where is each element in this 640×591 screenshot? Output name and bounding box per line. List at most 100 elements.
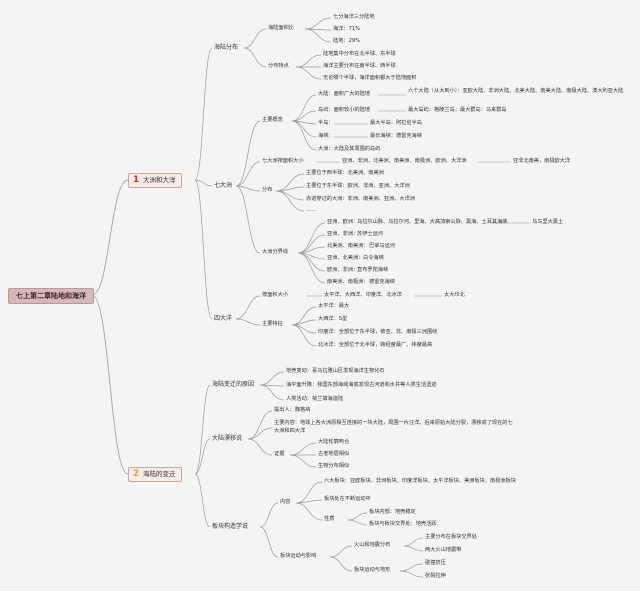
connector: [247, 410, 273, 440]
connector: [194, 438, 211, 475]
connector: [194, 179, 213, 320]
leaf-concept-island-v: 最大岛屿：格陵兰岛，最大群岛：马来群岛: [408, 107, 507, 113]
leaf-boundary-4-line: 白令海峡: [363, 255, 384, 261]
leaf-ocean-1: 太平洋：最大: [318, 303, 350, 309]
node-plate-effects[interactable]: 板块运动与影响: [280, 553, 317, 559]
leaf-feature-3: 无论哪个半球，海洋面积都大于陆地面积: [323, 75, 417, 81]
connector: [275, 190, 305, 201]
leaf-dist-1: 主要位于西半球：北美洲、南美洲: [306, 170, 384, 176]
connector: [329, 545, 353, 558]
connector: [295, 66, 322, 80]
connector: [295, 502, 323, 521]
leaf-landform-2: 张裂拉伸: [425, 573, 446, 579]
leaf-ocean-3: 印度洋：全部位于东半球，被亚、非、南极三洲围绕: [318, 329, 438, 335]
node-continent-boundaries[interactable]: 大洲分界线: [262, 249, 288, 255]
leaf-boundary-3-pair: 北美洲、南美洲：: [327, 243, 369, 249]
connector: [399, 570, 424, 578]
leaf-boundary-6-line: 德雷克海峡: [369, 279, 395, 285]
node-continents-by-area[interactable]: 七大洲按面积大小: [262, 158, 304, 164]
node-area-ratio[interactable]: 海陆面积比: [268, 25, 294, 31]
leaf-boundary-2-line: 苏伊士运河: [357, 231, 383, 237]
leaf-concept-zhou-k: 大洲：大陆及其周围的岛屿: [318, 146, 381, 152]
connector: [291, 94, 317, 122]
connector: [295, 481, 323, 504]
connector: [304, 28, 332, 43]
connector: [275, 173, 305, 192]
connector: [297, 252, 326, 284]
node-volcano-earthquake[interactable]: 火山和地震分布: [354, 542, 391, 548]
leaf-drift-proposer: 提出人：魏格纳: [274, 407, 311, 413]
leaf-nature-1: 板块内部：地壳稳定: [369, 509, 416, 515]
leaf-area-1: 七分海洋三分陆地: [333, 14, 375, 20]
leaf-volcano-1: 主要分布在板块交界处: [425, 534, 477, 540]
leaf-plates-moving: 板块处在不断运动中: [324, 496, 371, 502]
leaf-boundary-1-mnemonic: 乌鸟里大黑土: [532, 219, 564, 225]
connector: [289, 454, 317, 468]
connector: [329, 556, 353, 572]
leaf-cause-2: 海平面升降：我国东部海域海底发现古河道和水井等人类生活遗迹: [286, 382, 437, 388]
leaf-continents-order: 亚洲、非洲、北美洲、南美洲、南极洲、欧洲、大洋洲: [342, 158, 467, 164]
connector: [194, 384, 211, 475]
connector: [291, 110, 317, 122]
connector: [295, 54, 322, 68]
node-main-concepts[interactable]: 主要概念: [262, 117, 283, 123]
connector: [291, 324, 317, 334]
leaf-feature-1: 陆地集中分布在北半球、东半球: [323, 51, 396, 57]
connector: [91, 294, 129, 475]
leaf-cause-3: 人类活动：荷兰填海造陆: [286, 396, 344, 402]
leaf-drift-content: 主要内容：地球上各大洲原相互连接的一块大陆，周围一片汪洋。后来原始大陆分裂，漂移…: [274, 420, 513, 435]
node-oceans-features[interactable]: 主要特征: [262, 321, 283, 327]
node-plate-content[interactable]: 内容: [280, 499, 291, 505]
node-distribution-features[interactable]: 分布特点: [268, 63, 289, 69]
leaf-oceans-order: 太平洋、大西洋、印度洋、北冰洋: [324, 292, 402, 298]
leaf-boundary-2-pair: 亚洲、非洲：: [327, 231, 359, 237]
node-plate-nature[interactable]: 性质: [324, 516, 335, 522]
connector: [194, 179, 213, 187]
chapter-1-node[interactable]: 1 大洲和大洋: [128, 173, 182, 188]
connector: [235, 161, 261, 187]
node-continents-distribution[interactable]: 分布: [262, 187, 273, 193]
connector: [291, 306, 317, 326]
connector: [259, 384, 285, 401]
connector: [291, 324, 317, 347]
leaf-concept-strait-v: 最长海峡：德雷克海峡: [370, 133, 422, 139]
node-plate-landform[interactable]: 板块运动与地形: [354, 567, 391, 573]
node-continental-drift[interactable]: 大陆漂移说: [212, 435, 243, 442]
connector: [259, 526, 279, 558]
connector: [247, 438, 273, 456]
connector: [295, 499, 323, 504]
connector: [259, 502, 279, 528]
leaf-evidence-1: 大陆轮廓吻合: [318, 439, 350, 445]
node-plate-tectonics[interactable]: 板块构造学说: [212, 523, 249, 530]
leaf-cause-1: 地壳变动：喜马拉雅山区发现海洋生物化石: [286, 368, 385, 374]
leaf-nature-2: 板块与板块交界处：地壳活跃: [369, 521, 437, 527]
connector: [243, 28, 267, 49]
connector: [347, 519, 368, 526]
leaf-concept-continent-v: 六个大陆（从大到小）：亚欧大陆、非洲大陆、北美大陆、南美大陆、南极大陆、澳大利亚…: [408, 88, 624, 94]
node-four-oceans[interactable]: 四大洋: [214, 315, 233, 322]
node-oceans-by-area[interactable]: 按面积大小: [262, 292, 288, 298]
connector: [297, 222, 326, 254]
node-change-causes[interactable]: 海陆变迁的原因: [212, 381, 255, 388]
connector: [403, 537, 424, 547]
node-land-sea-distribution[interactable]: 海陆分布: [214, 44, 239, 51]
leaf-evidence-3: 生物分布相似: [318, 463, 350, 469]
leaf-boundary-5-line: 直布罗陀海峡: [357, 267, 389, 273]
connector: [289, 442, 317, 456]
connector: [399, 563, 424, 572]
connector: [259, 371, 285, 386]
leaf-boundary-3-line: 巴拿马运河: [369, 243, 395, 249]
connector: [194, 473, 211, 528]
node-seven-continents[interactable]: 七大洲: [214, 182, 233, 189]
leaf-boundary-6-pair: 南美洲、南极洲：: [327, 279, 369, 285]
connector: [297, 234, 326, 254]
chapter-2-node[interactable]: 2 海陆的变迁: [128, 467, 182, 482]
chapter-1-title: 大洲和大洋: [143, 176, 176, 184]
node-drift-evidence[interactable]: 证据: [274, 451, 285, 457]
chapter-2-number: 2: [132, 469, 140, 479]
leaf-feature-2: 海洋主要分布在南半球、西半球: [323, 63, 396, 69]
connector: [304, 17, 332, 30]
leaf-oceans-mnemonic: 太大印北: [444, 292, 465, 298]
leaf-dist-3: 赤道穿过的大洲：非洲、南美洲、亚洲、大洋洲: [306, 196, 415, 202]
root-node[interactable]: 七上第二章陆地和海洋: [8, 288, 94, 304]
